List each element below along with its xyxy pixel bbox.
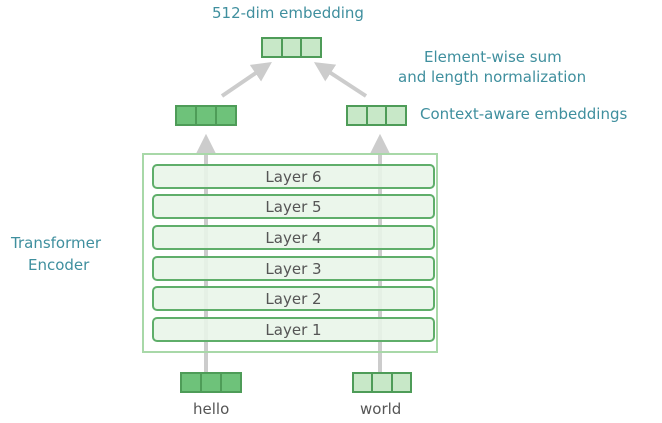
output-label: 512-dim embedding	[212, 4, 364, 22]
combine-label-line1: Element-wise sum	[424, 48, 562, 66]
encoder-label-line1: Transformer	[11, 234, 102, 252]
transformer-encoder-box	[142, 153, 438, 353]
layer-5: Layer 5	[152, 194, 435, 219]
world-input-embedding	[352, 372, 412, 393]
world-context-embedding	[346, 105, 407, 126]
combine-label-line2: and length normalization	[398, 68, 587, 86]
layer-2: Layer 2	[152, 286, 435, 311]
input-word-hello: hello	[193, 400, 230, 418]
left-merge-arrow	[220, 61, 272, 98]
layer-4: Layer 4	[152, 225, 435, 250]
right-merge-arrow	[313, 62, 368, 98]
hello-context-embedding	[175, 105, 237, 126]
input-word-world: world	[360, 400, 402, 418]
encoder-label-line2: Encoder	[28, 256, 90, 274]
output-embedding	[261, 37, 322, 58]
context-label: Context-aware embeddings	[420, 105, 628, 123]
layer-1: Layer 1	[152, 317, 435, 342]
hello-input-embedding	[180, 372, 242, 393]
layer-3: Layer 3	[152, 256, 435, 281]
layer-6: Layer 6	[152, 164, 435, 189]
